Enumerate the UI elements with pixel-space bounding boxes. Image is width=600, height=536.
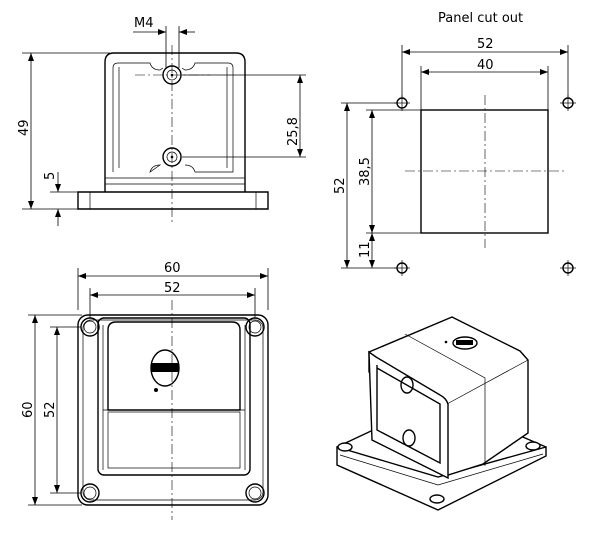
hole-spacing-25-8-label: 25,8	[286, 117, 301, 146]
dim-height-49: 49	[17, 52, 110, 210]
cutout-rectangle	[420, 109, 549, 234]
cutout-40-label: 40	[477, 58, 494, 73]
iso-logo-badge	[444, 336, 478, 350]
dim-cutout-52-vertical: 52	[333, 102, 396, 269]
iso-base-plate	[336, 446, 547, 511]
dim-m4: M4	[133, 16, 195, 68]
dim-base-60-horizontal: 60	[77, 261, 269, 310]
cutout-52-width-label: 52	[477, 37, 494, 52]
iso-threaded-hole-top	[400, 376, 414, 394]
dim-cutout-52-horizontal: 52	[401, 37, 569, 97]
iso-housing-front-frame	[368, 350, 449, 480]
dim-cutout-38-5: 38,5	[358, 109, 421, 234]
iso-corner-hole-left	[337, 442, 353, 452]
corner-hole-tl	[80, 317, 100, 337]
dim-hole-spacing-25-8: 25,8	[182, 74, 306, 158]
front-housing-opening	[112, 62, 234, 173]
height-49-label: 49	[17, 119, 32, 136]
dim-offset-11: 11	[358, 233, 375, 268]
panel-cutout-view: Panel cut out 52 40 52	[333, 11, 576, 276]
dim-base-5: 5	[43, 172, 78, 226]
housing-footprint	[97, 317, 251, 476]
panel-cutout-title: Panel cut out	[438, 11, 523, 26]
holes-52-width-label: 52	[164, 281, 181, 296]
holes-52-height-label: 52	[43, 401, 58, 418]
dim-holes-52-vertical: 52	[43, 326, 81, 494]
mounting-hole-bl	[394, 260, 410, 276]
base-5-label: 5	[43, 172, 58, 180]
top-view: 60 52 60 52	[21, 261, 269, 520]
iso-housing-opening	[376, 365, 441, 465]
iso-corner-hole-right	[525, 441, 541, 451]
iso-corner-hole-front	[429, 494, 445, 504]
dim-cutout-40: 40	[420, 58, 549, 110]
dim-base-60-vertical: 60	[21, 314, 82, 506]
m4-label: M4	[134, 16, 154, 31]
mounting-hole-br	[560, 260, 576, 276]
base-plate-outline	[77, 314, 269, 506]
iso-threaded-hole-bottom	[402, 429, 416, 447]
base-60-height-label: 60	[21, 401, 36, 418]
front-base-flange	[77, 191, 269, 210]
cutout-38-5-label: 38,5	[358, 157, 373, 186]
front-housing-outline	[104, 52, 246, 192]
dim-holes-52-horizontal: 52	[89, 281, 256, 318]
front-view: M4 49 5 25,8	[17, 16, 306, 226]
offset-11-label: 11	[358, 241, 373, 258]
isometric-view	[336, 316, 547, 511]
base-60-width-label: 60	[164, 261, 181, 276]
cutout-52-height-label: 52	[333, 177, 348, 194]
corner-hole-bl	[80, 483, 100, 503]
mounting-hole-tr	[560, 95, 576, 111]
mounting-hole-tl	[394, 95, 410, 111]
corner-hole-br	[245, 483, 265, 503]
